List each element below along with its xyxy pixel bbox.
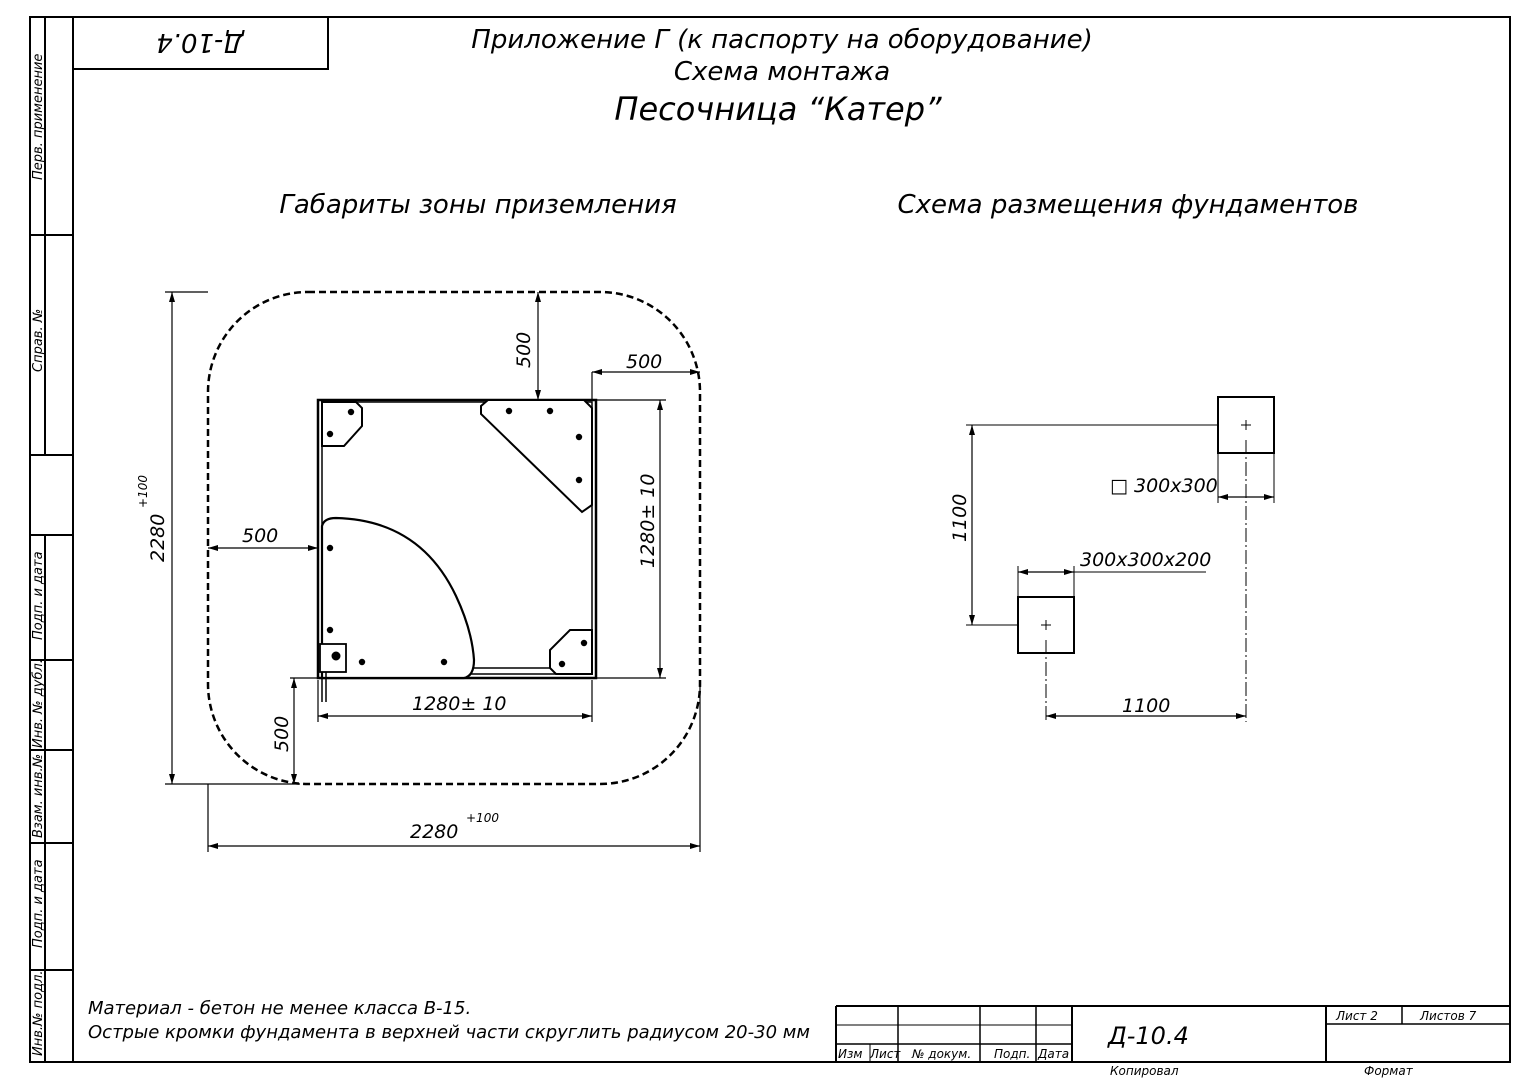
left-margin: [30, 17, 74, 1062]
tb-col-izm: Изм: [838, 1047, 862, 1061]
foundation-heading: Схема размещения фундаментов: [897, 190, 1358, 220]
tb-doc-code: Д-10.4: [1107, 1022, 1189, 1050]
note-line2: Острые кромки фундамента в верхней части…: [88, 1022, 810, 1043]
dim-top-square: □ 300x300: [1110, 475, 1218, 497]
tb-format-label: Формат: [1364, 1064, 1414, 1078]
dim-left-offset: 500: [242, 525, 278, 547]
note-line1: Материал - бетон не менее класса В-15.: [88, 998, 471, 1019]
margin-perv-primenenie: Перв. применение: [31, 54, 46, 180]
tb-sheets-label: Листов 7: [1419, 1009, 1477, 1023]
dim-item-width: 1280± 10: [412, 693, 507, 715]
title-line2: Схема монтажа: [674, 57, 890, 87]
tb-copied-label: Копировал: [1110, 1064, 1179, 1078]
dim-right-offset: 500: [626, 351, 662, 373]
margin-podp-i-data-2: Подп. и дата: [31, 859, 46, 948]
dim-bottom-offset: 500: [271, 716, 293, 752]
tb-col-doc: № докум.: [911, 1047, 971, 1061]
tb-col-data: Дата: [1037, 1047, 1069, 1061]
tb-col-list: Лист: [869, 1047, 901, 1061]
sheet-frame: [29, 16, 1511, 1063]
landing-zone-outline: [206, 290, 702, 786]
tb-col-podp: Подп.: [994, 1047, 1030, 1061]
dim-horizontal: 1100: [1122, 695, 1170, 717]
margin-inv-no-dubl: Инв. № дубл.: [31, 659, 46, 748]
dim-item-height: 1280± 10: [637, 474, 659, 569]
title-line1: Приложение Г (к паспорту на оборудование…: [471, 25, 1092, 55]
sandbox-plan: [316, 398, 598, 702]
landing-zone-dims: [165, 291, 701, 852]
dim-height-total: 2280: [147, 514, 169, 562]
dim-top-offset: 500: [513, 332, 535, 368]
dim-bottom-block: 300x300x200: [1080, 549, 1211, 571]
margin-inv-no-podl: Инв.№ подл.: [31, 970, 46, 1056]
margin-vzam-inv-no: Взам. инв.№: [31, 754, 46, 838]
tb-sheet-label: Лист 2: [1335, 1009, 1378, 1023]
stamp-box: [72, 16, 329, 70]
foundation-scheme: [966, 396, 1275, 722]
title-line3: Песочница “Катер”: [614, 90, 942, 128]
landing-zone-heading: Габариты зоны приземления: [279, 190, 676, 220]
margin-podp-i-data-1: Подп. и дата: [31, 551, 46, 640]
dim-height-tol: +100: [136, 475, 150, 508]
title-block: [835, 1005, 1510, 1062]
margin-sprav-no: Справ. №: [31, 309, 46, 372]
dim-width-tol: +100: [466, 811, 499, 825]
stamp-code: Д-10.4: [156, 27, 245, 57]
dim-width-total: 2280: [410, 821, 458, 843]
dim-vertical: 1100: [949, 494, 971, 542]
